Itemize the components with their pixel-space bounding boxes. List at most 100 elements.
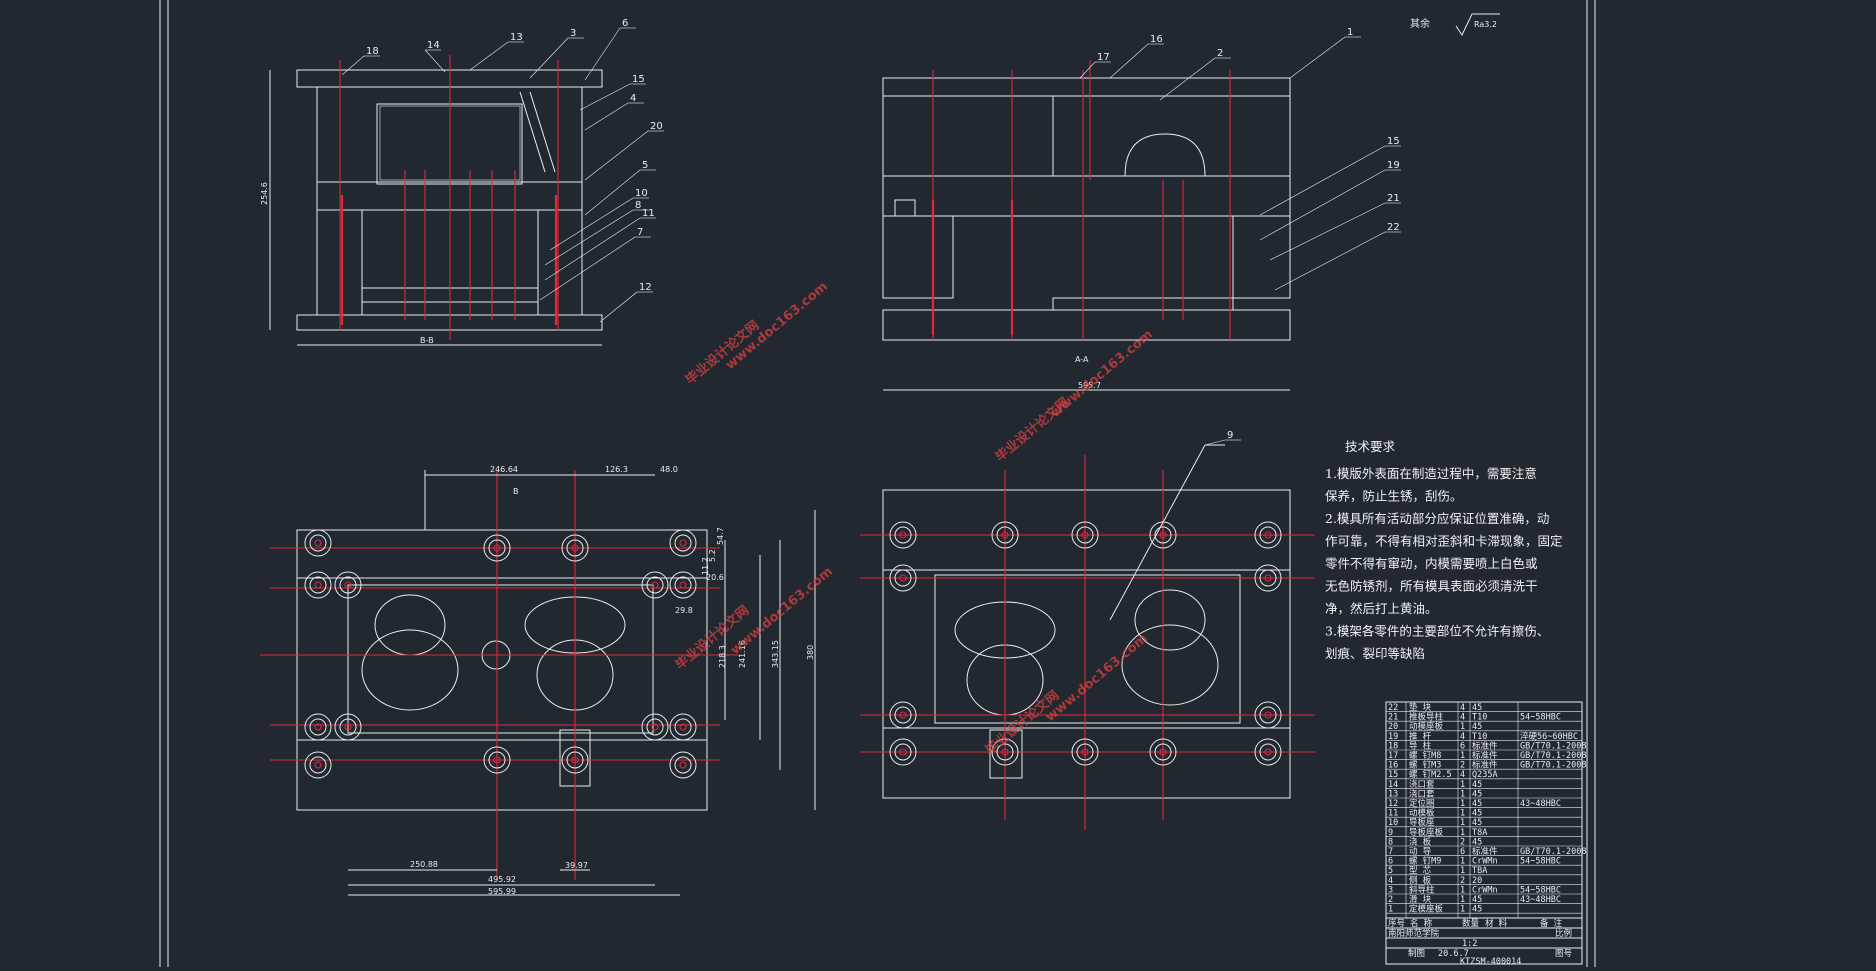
- bom-cell-name: 导板座板: [1409, 827, 1444, 838]
- leader-line: [579, 83, 631, 111]
- bolt-hole-inner: [309, 576, 327, 594]
- bolt-hole-center: [679, 723, 687, 731]
- plan-view-right: [860, 444, 1315, 830]
- bom-cell-no: 8: [1388, 837, 1393, 847]
- balloon-label: 17: [1097, 52, 1110, 63]
- bom-cell-no: 2: [1388, 895, 1393, 905]
- leader-line: [1079, 61, 1096, 79]
- dim-w3: 48.0: [660, 465, 678, 474]
- dim-b4: 39.97: [565, 861, 588, 870]
- bolt-hole-outer: [483, 534, 511, 562]
- leader-line: [584, 102, 629, 131]
- bom-cell-qty: 1: [1460, 885, 1465, 895]
- watermark-url-4: www.doc163.com: [1043, 631, 1151, 725]
- bolt-hole-outer: [641, 713, 669, 741]
- leader-line: [1274, 231, 1386, 291]
- bom-cell-note: 54~58HBC: [1520, 885, 1561, 895]
- balloon-label: 18: [366, 46, 379, 57]
- bom-cell-name: 浇口套: [1409, 788, 1435, 799]
- bom-cell-name: 螺 钉M8: [1409, 750, 1441, 761]
- leader-line: [1259, 145, 1386, 216]
- leader-line: [584, 27, 621, 81]
- bom-cell-name: 定位圈: [1409, 798, 1435, 809]
- roughness-note: 其余 Ra3.2: [1410, 13, 1500, 37]
- bom-cell-mat: 标准件: [1472, 740, 1498, 751]
- bolt-hole-outer: [669, 529, 697, 557]
- dim-w1: 246.64: [490, 465, 518, 474]
- bolt-hole-inner: [1259, 526, 1277, 544]
- bolt-hole-center: [1264, 711, 1272, 719]
- bolt-hole-inner: [309, 534, 327, 552]
- leader-line: [549, 197, 634, 251]
- bom-cell-mat: T10: [1472, 732, 1487, 742]
- watermark-url-1: www.doc163.com: [723, 279, 831, 373]
- bolt-hole-center: [651, 723, 659, 731]
- dim-b2: 495.92: [488, 875, 516, 884]
- section-label-aa: A-A: [1075, 355, 1089, 364]
- balloon-label: 8: [635, 200, 641, 211]
- bom-cell-no: 20: [1388, 722, 1398, 732]
- bolt-hole-inner: [674, 756, 692, 774]
- bom-cell-mat: CrWMn: [1472, 885, 1498, 895]
- bolt-hole-center: [1001, 748, 1009, 756]
- bolt-hole-inner: [646, 576, 664, 594]
- bolt-holes: [304, 521, 1282, 779]
- dim-d8: 343.15: [771, 640, 780, 668]
- bolt-hole-center: [1081, 748, 1089, 756]
- bom-cell-no: 14: [1388, 780, 1398, 790]
- balloon-label: 6: [622, 18, 628, 29]
- dim-w2: 126.3: [605, 465, 628, 474]
- bolt-hole-outer: [889, 564, 917, 592]
- technical-requirements: 技术要求 1.模版外表面在制造过程中，需要注意保养，防止生锈，刮伤。2.模具所有…: [1325, 439, 1563, 661]
- bom-cell-no: 19: [1388, 732, 1398, 742]
- bom-cell-name: 动模板: [1409, 808, 1435, 819]
- bolt-hole-center: [571, 544, 579, 552]
- tech-line: 作可靠，不得有相对歪斜和卡滞现象，固定: [1325, 534, 1563, 549]
- bom-cell-qty: 2: [1460, 837, 1465, 847]
- bolt-hole-center: [314, 539, 322, 547]
- bolt-hole-center: [314, 761, 322, 769]
- balloon-label: 16: [1150, 34, 1163, 45]
- bolt-hole-center: [344, 581, 352, 589]
- bom-cell-name: 推板导柱: [1409, 712, 1444, 723]
- leader-line: [1269, 202, 1386, 261]
- bom-cell-name: 型 芯: [1409, 865, 1432, 876]
- bom-cell-qty: 6: [1460, 847, 1465, 857]
- bom-cell-name: 浇 板: [1409, 836, 1432, 847]
- bom-cell-qty: 1: [1460, 857, 1465, 867]
- bolt-hole-center: [1001, 531, 1009, 539]
- balloon-label: 20: [650, 121, 663, 132]
- bom-h-qty: 数量: [1462, 918, 1480, 929]
- bolt-hole-inner: [996, 526, 1014, 544]
- bolt-hole-center: [1159, 531, 1167, 539]
- dim-d4: 20.6: [706, 573, 724, 582]
- watermark-url-2: www.doc163.com: [1048, 327, 1156, 421]
- bom-cell-mat: CrWMn: [1472, 857, 1498, 867]
- dim-b1: 250.88: [410, 860, 438, 869]
- bolt-hole-outer: [1149, 521, 1177, 549]
- bolt-hole-inner: [566, 539, 584, 557]
- balloon-label: 12: [639, 282, 652, 293]
- bolt-hole-inner: [674, 576, 692, 594]
- dim-d2: 5.2: [708, 549, 717, 562]
- bom-cell-name: 动 导: [1409, 846, 1432, 857]
- bolt-hole-outer: [561, 534, 589, 562]
- bolt-hole-outer: [1254, 701, 1282, 729]
- bolt-hole-inner: [894, 706, 912, 724]
- bom-cell-note: 43~48HBC: [1520, 895, 1561, 905]
- bolt-hole-outer: [991, 521, 1019, 549]
- cut-b: B: [513, 487, 519, 496]
- bolt-hole-outer: [889, 738, 917, 766]
- date-value: 20.6.7: [1438, 949, 1469, 959]
- bom-cell-qty: 1: [1460, 751, 1465, 761]
- bolt-hole-inner: [339, 718, 357, 736]
- bom-cell-note: 54~58HBC: [1520, 857, 1561, 867]
- balloon-label: 3: [570, 28, 576, 39]
- dim-right-width: 595.7: [1078, 381, 1101, 390]
- balloon-label: 15: [1387, 136, 1400, 147]
- bolt-hole-outer: [1254, 564, 1282, 592]
- bom-cell-mat: T10: [1472, 713, 1487, 723]
- bolt-hole-center: [314, 581, 322, 589]
- bolt-hole-inner: [309, 756, 327, 774]
